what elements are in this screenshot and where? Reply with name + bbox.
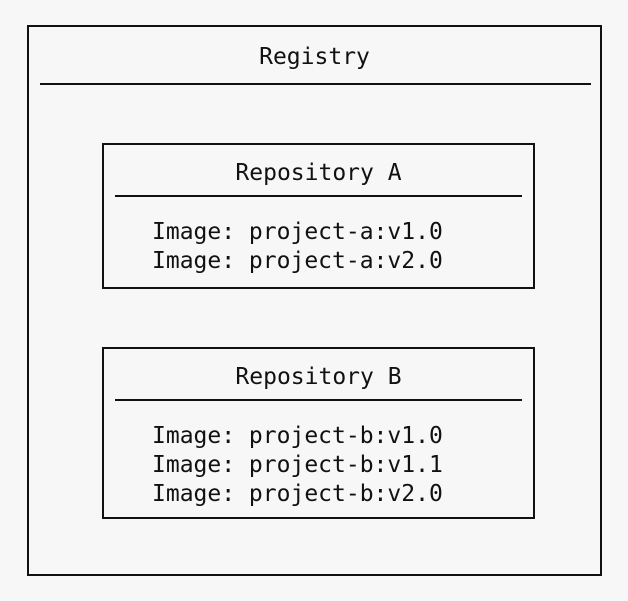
repository-b-title-separator [115, 399, 522, 401]
list-item: Image: project-b:v1.1 [152, 452, 443, 478]
repository-a-image-list: Image: project-a:v1.0 Image: project-a:v… [152, 218, 533, 276]
repository-b-title: Repository B [235, 364, 402, 390]
list-item: Image: project-a:v1.0 [152, 219, 443, 245]
repository-a-title: Repository A [235, 160, 402, 186]
list-item: Image: project-b:v2.0 [152, 481, 443, 507]
list-item: Image: project-a:v2.0 [152, 248, 443, 274]
registry-title-separator [40, 83, 591, 85]
registry-title: Registry [259, 44, 370, 70]
repository-a-title-separator [115, 195, 522, 197]
list-item: Image: project-b:v1.0 [152, 423, 443, 449]
repository-a-box: Repository A Image: project-a:v1.0 Image… [102, 143, 535, 289]
registry-container: Registry Repository A Image: project-a:v… [27, 25, 602, 576]
repository-b-box: Repository B Image: project-b:v1.0 Image… [102, 347, 535, 519]
repository-b-image-list: Image: project-b:v1.0 Image: project-b:v… [152, 422, 533, 509]
